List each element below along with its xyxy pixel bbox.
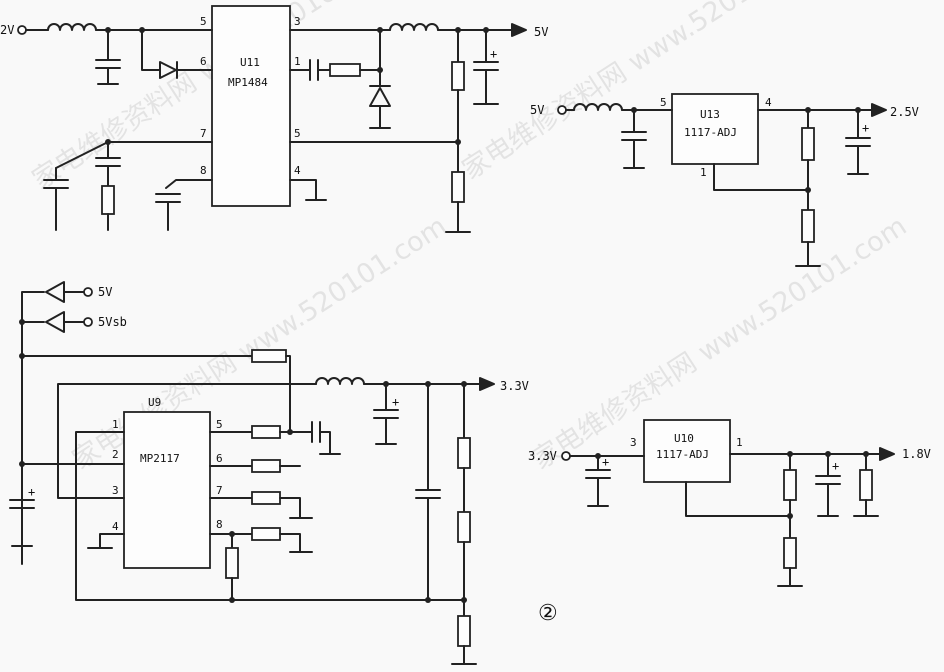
- output-3v3-label: 3.3V: [500, 379, 529, 393]
- u10-part-label: 1117-ADJ: [656, 448, 709, 461]
- figure-number: ②: [538, 601, 558, 626]
- u13-output-capacitor: [845, 109, 871, 175]
- u10-fb-resistor-top: [783, 469, 797, 501]
- output-5v-label: 5V: [534, 25, 548, 39]
- u10-load-resistor: [859, 469, 873, 501]
- u13-pin4-label: 4: [765, 96, 772, 109]
- output-1v8-label: 1.8V: [902, 447, 931, 461]
- u10-ldo-circuit: U10 1117-ADJ 3.3V + 3 1 1.8V +: [528, 419, 931, 587]
- u9-output-capacitor: [373, 383, 399, 445]
- u9-pin8-pulldown: [225, 547, 239, 579]
- polarity-mark: +: [602, 455, 609, 469]
- polarity-mark: +: [862, 121, 869, 135]
- u10-output-capacitor: [815, 453, 841, 517]
- u11-pin5r-label: 5: [294, 127, 301, 140]
- u9-pin2-label: 2: [112, 448, 119, 461]
- u11-pin6-label: 6: [200, 55, 207, 68]
- u9-top-resistor: [251, 349, 287, 363]
- output-capacitor: [473, 29, 499, 105]
- u10-pin1-label: 1: [736, 436, 743, 449]
- rail-5vsb-label: 5Vsb: [98, 315, 127, 329]
- u13-input-capacitor: [621, 109, 647, 169]
- u9-pin5-resistor: [251, 425, 281, 439]
- u9-fb-resistor-1: [457, 437, 471, 469]
- diode-5vsb: [45, 311, 85, 333]
- ss-capacitor: [155, 179, 213, 231]
- u11-pin5-label: 5: [200, 15, 207, 28]
- u9-pin8-label: 8: [216, 518, 223, 531]
- input-inductor: [47, 23, 97, 31]
- u11-chip: [211, 5, 291, 207]
- u9-pin5-label: 5: [216, 418, 223, 431]
- boot-resistor: [329, 63, 361, 77]
- u9-output-inductor: [315, 377, 365, 385]
- u11-pin7-label: 7: [200, 127, 207, 140]
- u9-chip: [123, 411, 211, 569]
- output-inductor: [389, 23, 439, 31]
- u9-ref-label: U9: [148, 396, 161, 409]
- u9-pin1-label: 1: [112, 418, 119, 431]
- fb-resistor-bottom: [451, 171, 465, 203]
- u11-ref-label: U11: [240, 56, 260, 69]
- u13-ref-label: U13: [700, 108, 720, 121]
- u9-pin3-label: 3: [112, 484, 119, 497]
- input-5v-label: 5V: [530, 103, 544, 117]
- u11-pin1-label: 1: [294, 55, 301, 68]
- polarity-mark: +: [28, 485, 35, 499]
- diode-5v: [45, 281, 85, 303]
- u13-fb-resistor-top: [801, 127, 815, 161]
- u9-output-capacitor-2: [415, 383, 441, 601]
- input-capacitor: [95, 29, 121, 85]
- u10-fb-resistor-bottom: [783, 537, 797, 569]
- u9-pin7-label: 7: [216, 484, 223, 497]
- u9-input-capacitor: [9, 499, 35, 547]
- u10-pin3-label: 3: [630, 436, 637, 449]
- u13-pin1-label: 1: [700, 166, 707, 179]
- comp-resistor: [101, 185, 115, 215]
- u9-fb-resistor-2: [457, 511, 471, 543]
- u9-buck-circuit: U9 MP2117 5V 5Vsb + 2 1 3 4 5: [9, 281, 529, 665]
- rail-5v-label: 5V: [98, 285, 112, 299]
- polarity-mark: +: [392, 395, 399, 409]
- u10-input-capacitor: [585, 455, 611, 507]
- u13-fb-resistor-bottom: [801, 209, 815, 243]
- u13-ldo-circuit: U13 1117-ADJ 5V 5 4 2.5V 1 +: [530, 93, 919, 267]
- u9-pin8-resistor: [251, 527, 281, 541]
- comp-capacitor-b: [95, 141, 121, 187]
- u13-part-label: 1117-ADJ: [684, 126, 737, 139]
- u11-buck-circuit: U11 MP1484 2V 5 6 7 8 3 1: [0, 5, 548, 233]
- catch-diode: [369, 85, 391, 107]
- u9-fb-resistor-3: [457, 615, 471, 647]
- output-2v5-label: 2.5V: [890, 105, 919, 119]
- u13-pin5-label: 5: [660, 96, 667, 109]
- comp-capacitor-a: [43, 167, 69, 231]
- u9-pin4-label: 4: [112, 520, 119, 533]
- u13-input-inductor: [573, 103, 623, 111]
- polarity-mark: +: [832, 459, 839, 473]
- input-3v3-label: 3.3V: [528, 449, 557, 463]
- u9-part-label: MP2117: [140, 452, 180, 465]
- u9-pin7-resistor: [251, 491, 281, 505]
- u10-ref-label: U10: [674, 432, 694, 445]
- u11-pin4-label: 4: [294, 164, 301, 177]
- u11-pin8-label: 8: [200, 164, 207, 177]
- input-12v-terminal: [17, 25, 27, 35]
- u13-chip: [671, 93, 759, 165]
- fb-resistor-top: [451, 61, 465, 91]
- u9-pin6-label: 6: [216, 452, 223, 465]
- u9-comp-capacitor: [311, 421, 341, 455]
- polarity-mark: +: [490, 47, 497, 61]
- u11-pin3-label: 3: [294, 15, 301, 28]
- u9-pin6-resistor: [251, 459, 281, 473]
- u11-part-label: MP1484: [228, 76, 268, 89]
- input-12v-label: 2V: [0, 23, 14, 37]
